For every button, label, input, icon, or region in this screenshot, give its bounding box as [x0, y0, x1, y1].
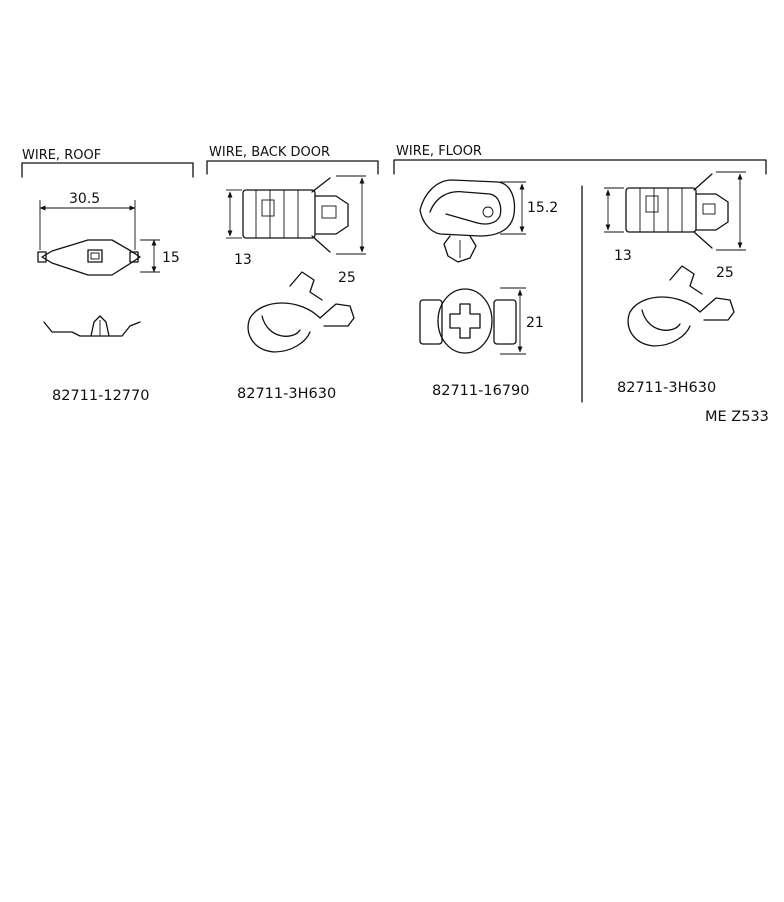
dim-label: 13: [234, 252, 252, 268]
group-floor: WIRE, FLOOR: [393, 144, 767, 403]
floor-clip-saddle-outline: [419, 179, 516, 237]
floor-clip-2-hook: [669, 265, 703, 295]
diagram-code: ME Z533: [705, 409, 769, 425]
back-door-clip-head: [314, 195, 349, 235]
roof-clip-left-tab: [37, 251, 47, 263]
dim-label: 25: [338, 270, 356, 286]
roof-clip-side-stud: [90, 315, 110, 337]
dim-label: 30.5: [69, 191, 100, 207]
roof-clip-top-view: [41, 239, 141, 276]
floor-clip-front-right: [493, 299, 517, 345]
part-back-door-clip: 13 25 82711-3H630: [226, 175, 366, 402]
part-floor-clip: 15.2 21 82711-16790: [419, 179, 558, 399]
floor-clip-2-wings: [693, 173, 713, 249]
part-number: 82711-16790: [432, 383, 530, 399]
floor-clip-2-body: [625, 187, 697, 233]
floor-clip-hole: [482, 206, 494, 218]
group-back-door: WIRE, BACK DOOR: [206, 145, 379, 175]
roof-clip-boss-inner: [90, 252, 100, 260]
floor-clip-front-body: [437, 288, 493, 354]
back-door-clip-hook: [289, 271, 323, 301]
group-back-door-heading: WIRE, BACK DOOR: [209, 145, 330, 160]
part-number: 82711-3H630: [617, 380, 716, 396]
head-window: [321, 205, 337, 219]
part-number: 82711-3H630: [237, 386, 336, 402]
body-window: [645, 195, 659, 213]
roof-clip-center-boss: [87, 249, 103, 263]
group-back-door-bracket: [206, 160, 379, 175]
dim-label: 21: [526, 315, 544, 331]
back-door-clip-body: [242, 189, 316, 239]
roof-clip-right-tab: [129, 251, 139, 263]
back-door-clip-loop: [247, 302, 355, 353]
floor-clip-front-left: [419, 299, 443, 345]
floor-clip-saddle-inner: [429, 190, 502, 225]
group-floor-bracket: [393, 159, 767, 175]
floor-clip-2-head: [695, 193, 729, 231]
back-door-clip-wings: [311, 177, 331, 253]
floor-clip-2-inner-loop: [641, 309, 681, 331]
group-roof: WIRE, ROOF: [21, 148, 194, 178]
floor-clip-2-loop: [627, 296, 735, 347]
dim-label: 13: [614, 248, 632, 264]
group-roof-heading: WIRE, ROOF: [22, 148, 101, 163]
floor-clip-anchor: [443, 235, 477, 263]
dim-label: 15: [162, 250, 180, 266]
dim-label: 25: [716, 265, 734, 281]
group-roof-bracket: [21, 162, 194, 178]
roof-clip-side-view: [43, 321, 141, 337]
head-window: [702, 203, 716, 215]
back-door-clip-inner-loop: [261, 315, 301, 337]
floor-clip-cross-slot: [449, 303, 481, 339]
group-floor-heading: WIRE, FLOOR: [396, 144, 482, 159]
body-window: [261, 199, 275, 217]
dim-label: 15.2: [527, 200, 558, 216]
part-number: 82711-12770: [52, 388, 150, 404]
part-floor-clip-2: 13 25 82711-3H630: [604, 171, 746, 396]
part-roof-clip: 30.5 15 82711-12770: [37, 191, 180, 404]
